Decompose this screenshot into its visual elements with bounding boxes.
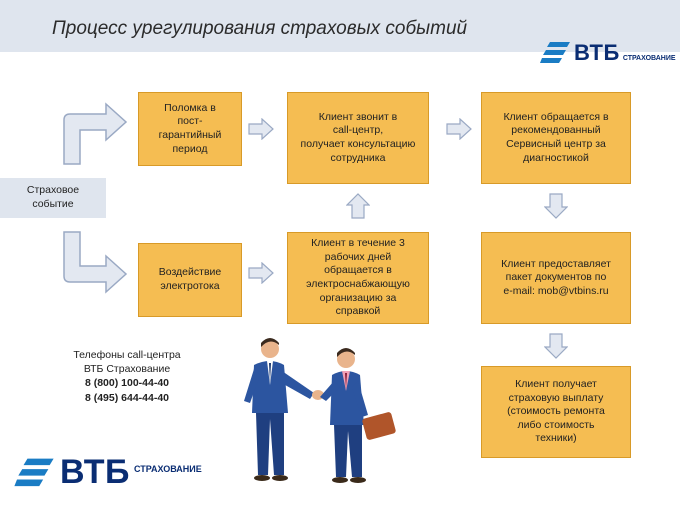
vtb-brand: ВТБ bbox=[574, 40, 620, 66]
vtb-brand: ВТБ bbox=[60, 453, 130, 492]
call-center-contacts: Телефоны call-центра ВТБ Страхование 8 (… bbox=[60, 348, 194, 405]
arrow-up bbox=[346, 193, 370, 219]
handshake-illustration bbox=[240, 335, 440, 485]
step-breakdown: Поломка в пост- гарантийный период bbox=[138, 92, 242, 166]
arrow-right-1 bbox=[248, 118, 274, 140]
step-electric: Воздействие электротока bbox=[138, 243, 242, 317]
arrow-down-1 bbox=[544, 193, 568, 219]
vtb-logo-bottom: ВТБ СТРАХОВАНИЕ bbox=[14, 453, 202, 492]
arrow-down-2 bbox=[544, 333, 568, 359]
vtb-sub: СТРАХОВАНИЕ bbox=[623, 55, 676, 62]
phone-number-1: 8 (800) 100-44-40 bbox=[60, 376, 194, 390]
step-service-center: Клиент обращается в рекомендованный Серв… bbox=[481, 92, 631, 184]
vtb-sub: СТРАХОВАНИЕ bbox=[134, 464, 202, 474]
vtb-emblem-icon bbox=[14, 456, 54, 490]
arrow-right-2 bbox=[446, 118, 472, 140]
vtb-emblem-icon bbox=[540, 40, 570, 66]
arrow-right-3 bbox=[248, 262, 274, 284]
page-title: Процесс урегулирования страховых событий bbox=[52, 18, 467, 40]
insurance-event-label: Страховое событие bbox=[0, 178, 106, 218]
contacts-label: Телефоны call-центра ВТБ Страхование bbox=[60, 348, 194, 376]
vtb-logo-top: ВТБ СТРАХОВАНИЕ bbox=[540, 40, 676, 66]
phone-number-2: 8 (495) 644-44-40 bbox=[60, 391, 194, 405]
branch-up-arrow bbox=[58, 100, 130, 166]
step-payment: Клиент получает страховую выплату (стоим… bbox=[481, 366, 631, 458]
step-call-center: Клиент звонит в call-центр, получает кон… bbox=[287, 92, 429, 184]
step-documents: Клиент предоставляет пакет документов по… bbox=[481, 232, 631, 324]
branch-down-arrow bbox=[58, 230, 130, 296]
step-energy-org: Клиент в течение 3 рабочих дней обращает… bbox=[287, 232, 429, 324]
